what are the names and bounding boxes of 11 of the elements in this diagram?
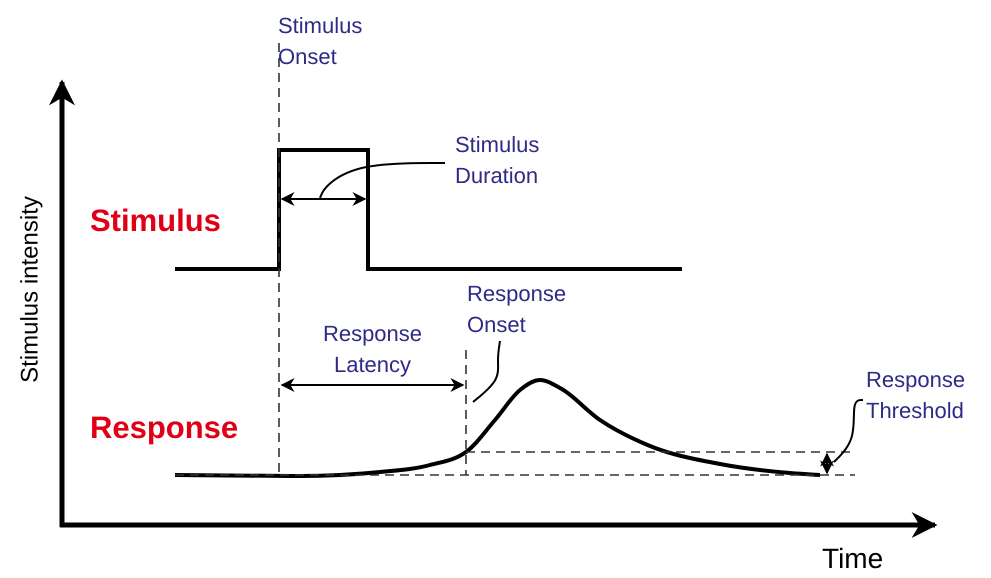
callout-text: Stimulus Duration bbox=[455, 129, 575, 191]
leader-line bbox=[472, 340, 501, 403]
callout-text: Response Onset bbox=[467, 278, 597, 340]
axis-title: Stimulus intensity bbox=[16, 195, 44, 385]
trace-label: Response bbox=[90, 412, 238, 443]
annotation-label: Response Latency bbox=[322, 320, 424, 379]
annotation-label: Stimulus Onset bbox=[278, 12, 364, 71]
trace-label: Stimulus bbox=[90, 205, 221, 236]
callout-text: Response Threshold bbox=[866, 364, 991, 426]
axis-title: Time bbox=[822, 543, 884, 574]
leader-line bbox=[319, 162, 445, 198]
